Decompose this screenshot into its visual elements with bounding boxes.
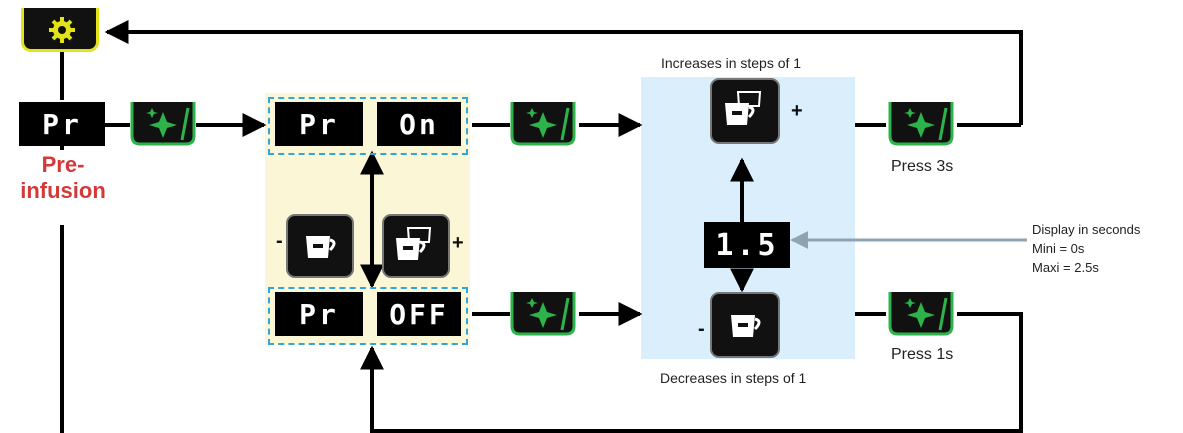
- pri-display-text: Pr: [42, 107, 82, 141]
- pri-display: Pr: [19, 102, 105, 146]
- minus-sign-right: -: [698, 318, 705, 340]
- double-cup-icon: [710, 78, 780, 144]
- sparkle-button-4[interactable]: [510, 290, 576, 336]
- double-cup-button-left[interactable]: [382, 214, 450, 278]
- single-cup-button-left[interactable]: [286, 214, 354, 278]
- sparkle-button-2[interactable]: [510, 100, 576, 146]
- display-note: Display in seconds Mini = 0s Maxi = 2.5s: [1032, 222, 1141, 275]
- single-cup-icon: [710, 292, 780, 358]
- sparkle-icon: [888, 102, 954, 146]
- increases-label: Increases in steps of 1: [661, 55, 802, 71]
- gear-icon: [49, 17, 75, 43]
- decreases-label: Decreases in steps of 1: [660, 370, 807, 386]
- single-cup-button-right[interactable]: [710, 292, 780, 358]
- press-3s-label: Press 3s: [891, 158, 954, 175]
- double-cup-icon: [382, 214, 450, 278]
- preinfusion-label: Pre- infusion: [20, 152, 106, 203]
- sparkle-button-1[interactable]: [130, 100, 196, 146]
- sparkle-button-3[interactable]: [888, 100, 954, 146]
- value-display: 1.5: [704, 222, 790, 268]
- sparkle-icon: [888, 292, 954, 336]
- settings-button[interactable]: [21, 8, 99, 52]
- sparkle-icon: [510, 292, 576, 336]
- sparkle-icon: [510, 102, 576, 146]
- plus-sign-right: +: [791, 100, 803, 122]
- single-cup-icon: [286, 214, 354, 278]
- pri-on-group: [268, 97, 468, 155]
- pri-on-display-b: On: [377, 102, 461, 146]
- plus-sign-left: +: [452, 232, 464, 254]
- pri-off-group: [268, 287, 468, 345]
- double-cup-button-right[interactable]: [710, 78, 780, 144]
- sparkle-button-5[interactable]: [888, 290, 954, 336]
- sparkle-icon: [130, 102, 196, 146]
- minus-sign-left: -: [276, 230, 283, 252]
- press-1s-label: Press 1s: [891, 346, 954, 363]
- pri-off-display-b: OFF: [377, 292, 461, 336]
- pri-off-display-a: Pr: [275, 292, 363, 336]
- pri-on-display-a: Pr: [275, 102, 363, 146]
